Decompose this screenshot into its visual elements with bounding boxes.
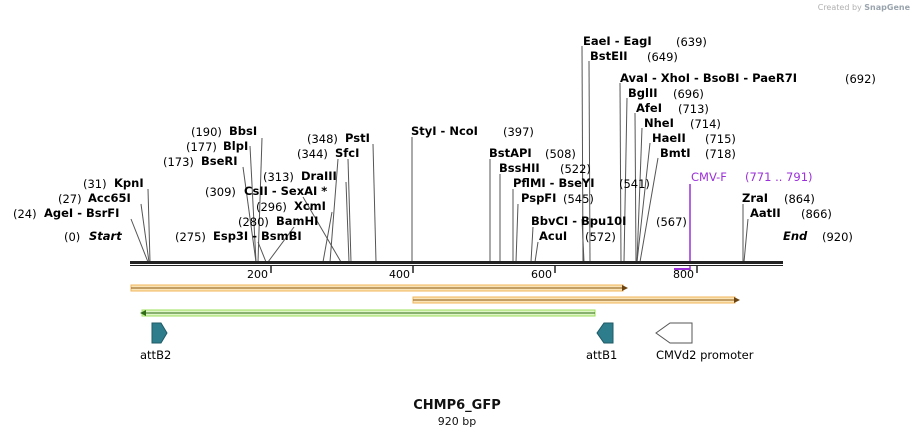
enzyme-pos-agei: (24) [13, 207, 37, 221]
enzyme-bstapi[interactable]: BstAPI [489, 146, 532, 160]
orf-forward-2[interactable] [412, 296, 740, 304]
enzyme-bbvci-bpu10i[interactable]: BbvCI - Bpu10I [531, 214, 627, 228]
enzyme-pos-xcmi: (296) [256, 200, 287, 214]
map-length: 920 bp [437, 415, 477, 428]
enzyme-acc65i[interactable]: Acc65I [88, 191, 131, 205]
enzyme-pos-nhei: (714) [690, 117, 721, 131]
enzyme-styi-ncoi[interactable]: StyI - NcoI [411, 124, 478, 138]
feature-label-cmvd2-promoter[interactable]: CMVd2 promoter [656, 348, 754, 362]
snapgene-watermark: Created by SnapGene [818, 3, 910, 12]
enzyme-pos-kpni: (31) [83, 177, 107, 191]
enzyme-pos-bbsi: (190) [191, 125, 222, 139]
enzyme-afei[interactable]: AfeI [636, 101, 662, 115]
tick-label-600: 600 [531, 268, 552, 281]
enzyme-pos-end: (920) [822, 230, 853, 244]
enzyme-esp3i-bsmbi[interactable]: Esp3I - BsmBI [213, 229, 302, 243]
enzyme-bseri[interactable]: BseRI [201, 154, 238, 168]
enzyme-bbsi[interactable]: BbsI [229, 124, 258, 138]
watermark-brand: SnapGene [864, 3, 910, 12]
enzyme-pos-aatii: (866) [801, 207, 832, 221]
enzyme-pos-csii: (309) [205, 185, 236, 199]
tick-label-400: 400 [389, 268, 410, 281]
enzyme-pflmi-bseyi[interactable]: PflMI - BseYI [513, 176, 595, 190]
enzyme-bamhi[interactable]: BamHI [276, 214, 319, 228]
enzyme-pos-haeii: (715) [705, 132, 736, 146]
enzyme-pos-start: (0) [64, 230, 81, 244]
enzyme-leader-lines [130, 45, 749, 263]
enzyme-sfci[interactable]: SfcI [335, 146, 360, 160]
enzyme-pos-esp3i: (275) [175, 230, 206, 244]
enzyme-pos-pspfi: (545) [563, 192, 594, 206]
enzyme-end[interactable]: End [783, 229, 808, 243]
enzyme-nhei[interactable]: NheI [644, 116, 674, 130]
enzyme-pos-draiii: (313) [263, 170, 294, 184]
enzyme-pos-psti: (348) [307, 132, 338, 146]
enzyme-avai-xhoi-bsobi-paer7i[interactable]: AvaI - XhoI - BsoBI - PaeR7I [620, 71, 797, 85]
enzyme-pos-pflmi: (541) [619, 177, 650, 191]
enzyme-acui[interactable]: AcuI [539, 229, 568, 243]
enzyme-pos-bsteii: (649) [647, 50, 678, 64]
enzyme-pos-styi: (397) [503, 125, 534, 139]
tick-label-800: 800 [673, 268, 694, 281]
feature-label-attb1[interactable]: attB1 [586, 348, 618, 362]
orf-forward-1[interactable] [130, 284, 628, 292]
enzyme-csii-sexai[interactable]: CsII - SexAI * [244, 184, 328, 198]
map-title: CHMP6_GFP [413, 398, 501, 413]
enzyme-bglii[interactable]: BglII [628, 86, 658, 100]
enzyme-haeii[interactable]: HaeII [652, 131, 686, 145]
enzyme-bsshii[interactable]: BssHII [499, 161, 540, 175]
enzyme-pos-bmti: (718) [705, 147, 736, 161]
enzyme-pos-zrai: (864) [784, 192, 815, 206]
enzyme-kpni[interactable]: KpnI [114, 176, 144, 190]
attb2-feature-arrow[interactable] [151, 322, 168, 344]
enzyme-pspfi[interactable]: PspFI [521, 191, 557, 205]
ruler-ticks [270, 266, 698, 273]
feature-label-attb2[interactable]: attB2 [140, 348, 172, 362]
enzyme-psti[interactable]: PstI [345, 131, 370, 145]
enzyme-blpi[interactable]: BlpI [223, 139, 249, 153]
enzyme-pos-bglii: (696) [673, 87, 704, 101]
enzyme-eaei-eagi[interactable]: EaeI - EagI [583, 34, 652, 48]
enzyme-bsteii[interactable]: BstEII [590, 49, 628, 63]
backbone-strand-gap [130, 264, 783, 265]
tick-label-200: 200 [247, 268, 268, 281]
enzyme-start[interactable]: Start [89, 229, 122, 243]
enzyme-pos-bbvci: (567) [656, 215, 687, 229]
enzyme-pos-eaei: (639) [676, 35, 707, 49]
attb1-feature-arrow[interactable] [596, 322, 614, 344]
enzyme-bmti[interactable]: BmtI [660, 146, 691, 160]
enzyme-pos-bstapi: (508) [545, 147, 576, 161]
orf-reverse[interactable] [140, 309, 596, 317]
enzyme-pos-afei: (713) [678, 102, 709, 116]
enzyme-zrai[interactable]: ZraI [742, 191, 769, 205]
cmvd2-promoter-arrow[interactable] [655, 322, 693, 344]
enzyme-pos-blpi: (177) [186, 140, 217, 154]
enzyme-pos-sfci: (344) [297, 147, 328, 161]
enzyme-pos-bamhi: (280) [238, 215, 269, 229]
enzyme-draiii[interactable]: DraIII [301, 169, 337, 183]
enzyme-pos-bsshii: (522) [560, 162, 591, 176]
enzyme-pos-avai: (692) [845, 72, 876, 86]
enzyme-aatii[interactable]: AatII [750, 206, 781, 220]
sequence-backbone[interactable] [130, 261, 783, 266]
enzyme-pos-bseri: (173) [163, 155, 194, 169]
primer-cmv-f-label[interactable]: CMV-F [691, 170, 727, 184]
enzyme-pos-acc65i: (27) [58, 192, 82, 206]
primer-cmv-f-range: (771 .. 791) [745, 170, 813, 184]
enzyme-xcmi[interactable]: XcmI [294, 199, 326, 213]
enzyme-agei-bsrfi[interactable]: AgeI - BsrFI [44, 206, 120, 220]
enzyme-pos-acui: (572) [585, 230, 616, 244]
watermark-prefix: Created by [817, 3, 862, 12]
